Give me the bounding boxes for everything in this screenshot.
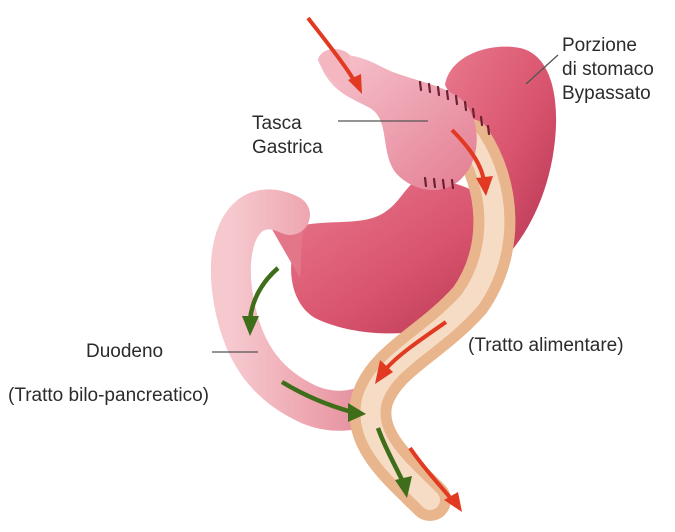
label-gastric-pouch-line2: Gastrica (252, 136, 323, 160)
label-bypassed-stomach: Porzione di stomaco Bypassato (562, 34, 654, 106)
label-bypassed-stomach-line2: di stomaco (562, 58, 654, 82)
label-biliopancreatic-limb: (Tratto bilo-pancreatico) (8, 384, 209, 408)
label-bypassed-stomach-line1: Porzione (562, 34, 654, 58)
label-gastric-pouch: Tasca Gastrica (252, 112, 323, 160)
label-duodenum: Duodeno (86, 340, 163, 364)
label-gastric-pouch-line1: Tasca (252, 112, 323, 136)
label-bypassed-stomach-line3: Bypassato (562, 82, 654, 106)
label-alimentary-limb: (Tratto alimentare) (468, 334, 624, 358)
